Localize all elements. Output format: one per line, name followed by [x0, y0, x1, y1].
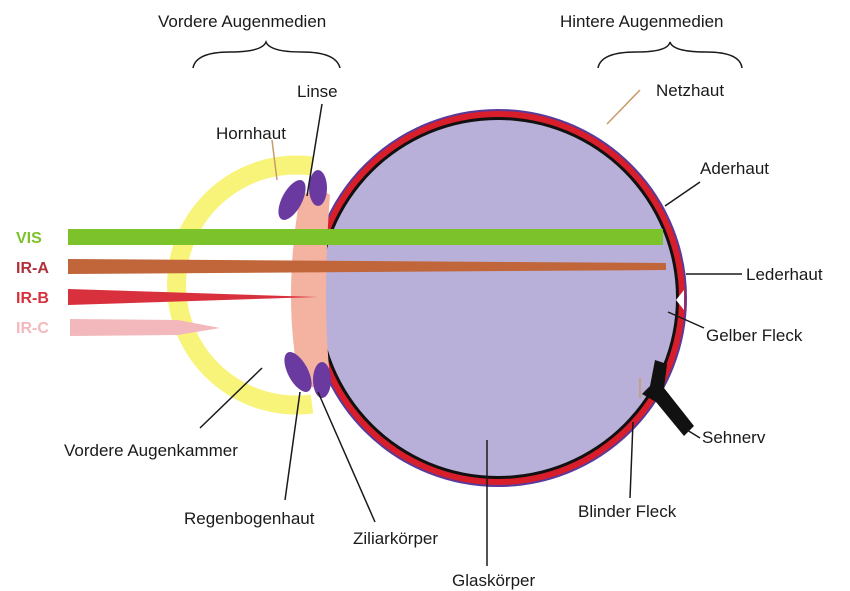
optic-nerve [642, 360, 694, 436]
label-lens: Linse [297, 82, 338, 101]
iris-bottom [284, 352, 312, 392]
label-back-media: Hintere Augenmedien [560, 12, 724, 31]
ray-label-vis: VIS [16, 230, 42, 247]
label-iris: Regenbogenhaut [184, 509, 315, 528]
macula-notch [676, 290, 684, 310]
ray-ir-a [68, 259, 666, 274]
leader-lines [199, 103, 742, 566]
label-retina: Netzhaut [656, 81, 724, 100]
ray-vis [68, 229, 663, 245]
cornea [167, 155, 314, 415]
label-optic-nerve: Sehnerv [702, 428, 766, 447]
label-sclera: Lederhaut [746, 265, 823, 284]
ciliary-bottom [313, 362, 331, 398]
label-ciliary-body: Ziliarkörper [353, 529, 438, 548]
front-media-brace [192, 39, 341, 69]
label-macula: Gelber Fleck [706, 326, 803, 345]
iris-top [278, 180, 306, 220]
ray-ir-c [70, 319, 220, 336]
label-front-media: Vordere Augenmedien [158, 12, 326, 31]
back-media-brace [597, 41, 743, 69]
vitreous-body [320, 120, 676, 476]
ciliary-top [309, 170, 327, 206]
label-choroid: Aderhaut [700, 159, 769, 178]
label-anterior-chamber: Vordere Augenkammer [64, 441, 238, 460]
ray-label-ir-b: IR-B [16, 290, 49, 307]
label-cornea: Hornhaut [216, 124, 286, 143]
ray-label-ir-c: IR-C [16, 320, 49, 337]
ray-ir-b [68, 289, 318, 305]
label-vitreous: Glaskörper [452, 571, 535, 590]
label-blind-spot: Blinder Fleck [578, 502, 677, 521]
leader-lines-light [271, 89, 641, 398]
ray-label-ir-a: IR-A [16, 260, 49, 277]
